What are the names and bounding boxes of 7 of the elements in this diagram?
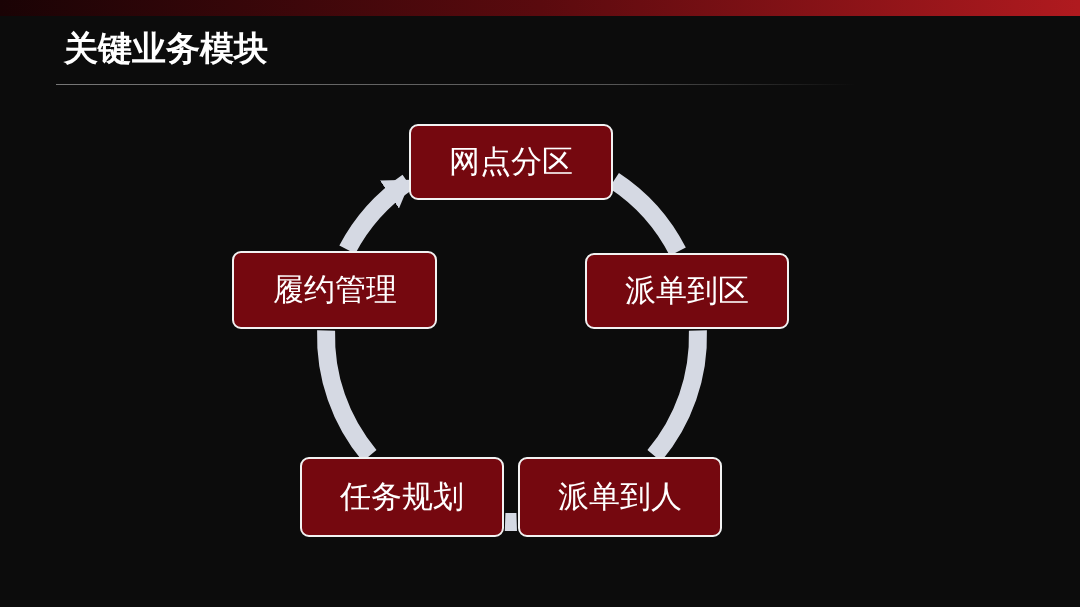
module-box: 履约管理 — [232, 251, 437, 329]
module-box: 派单到区 — [585, 253, 789, 329]
module-box: 网点分区 — [409, 124, 613, 200]
slide-title: 关键业务模块 — [64, 27, 268, 70]
ring-segment — [504, 512, 517, 531]
module-box: 任务规划 — [300, 457, 504, 537]
module-box: 派单到人 — [518, 457, 722, 537]
